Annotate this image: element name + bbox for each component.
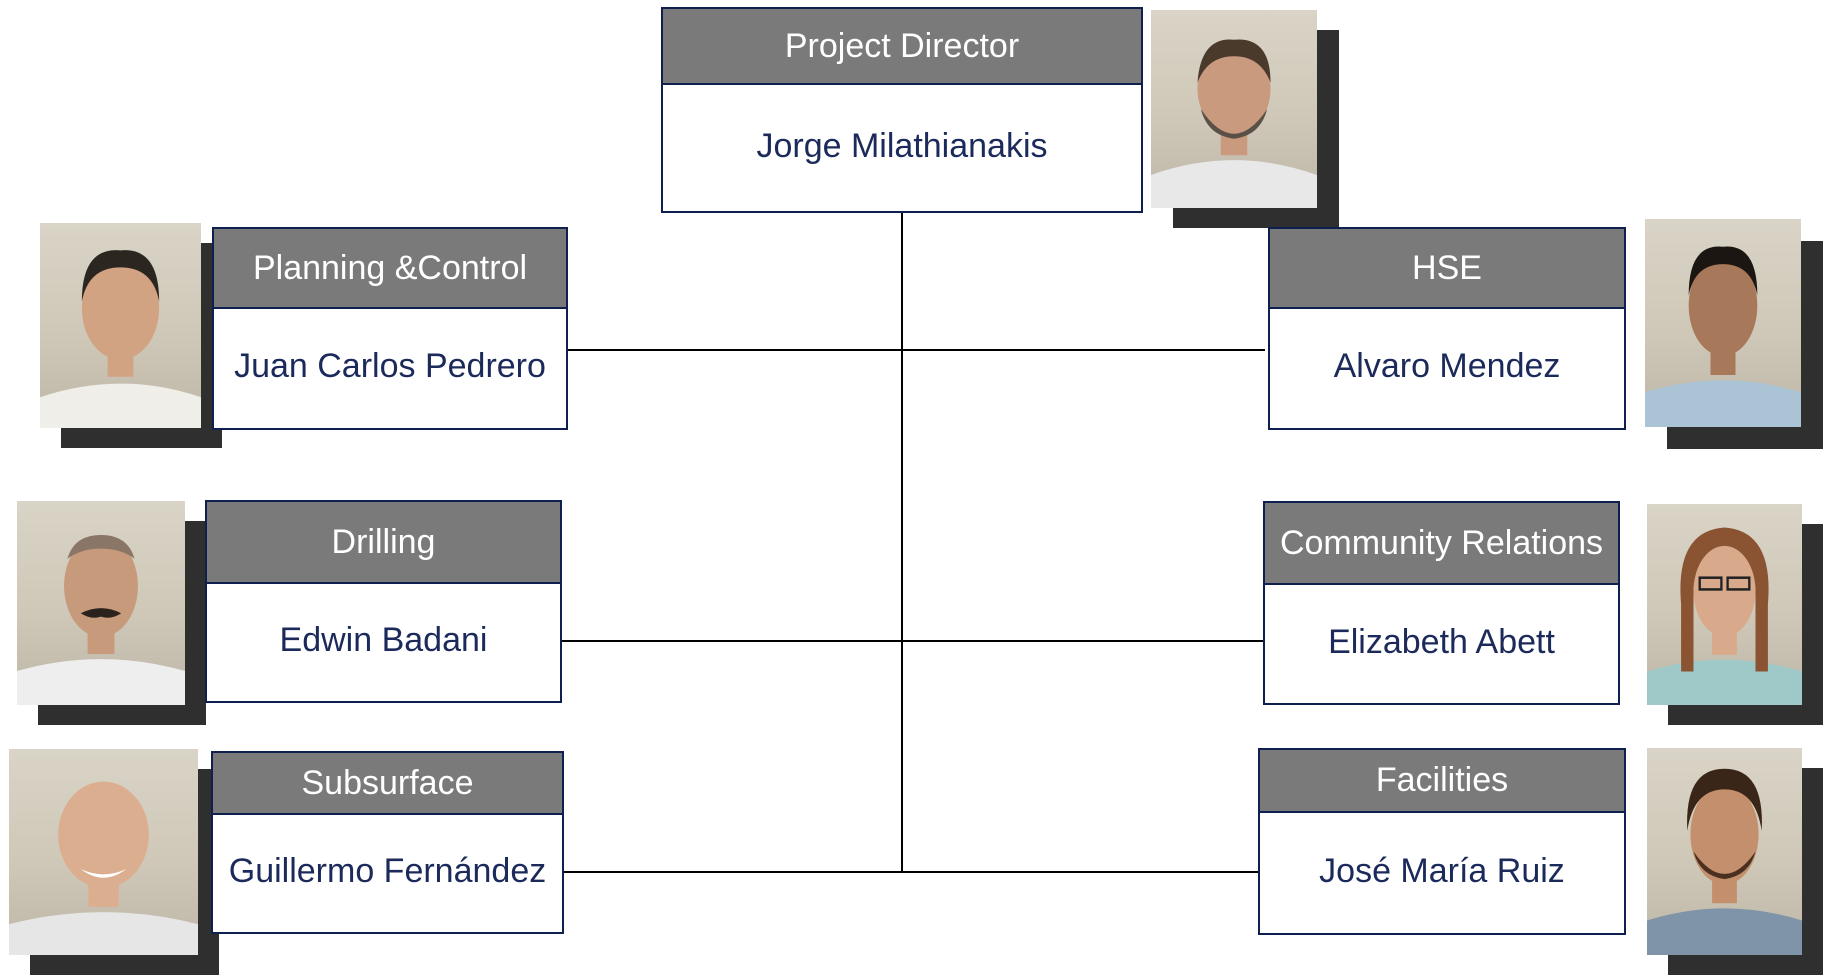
hse-role: HSE	[1270, 229, 1624, 309]
hse-name: Alvaro Mendez	[1333, 347, 1561, 385]
facilities-name: José María Ruiz	[1319, 851, 1565, 890]
subsurface-photo	[9, 749, 219, 975]
person-portrait-icon	[1645, 246, 1801, 427]
connector-row3	[562, 871, 1258, 873]
director-card: Project Director Jorge Milathianakis	[661, 7, 1143, 213]
planning-card: Planning &Control Juan Carlos Pedrero	[212, 227, 568, 430]
community-photo	[1647, 504, 1823, 725]
person-portrait-icon	[9, 781, 198, 955]
drilling-name: Edwin Badani	[279, 621, 488, 659]
trunk-line	[901, 211, 903, 873]
person-portrait-icon	[1647, 768, 1802, 955]
drilling-photo	[17, 501, 206, 725]
hse-photo	[1645, 219, 1823, 449]
subsurface-card: Subsurface Guillermo Fernández	[211, 751, 564, 934]
person-portrait-icon	[40, 250, 201, 428]
subsurface-name: Guillermo Fernández	[228, 852, 547, 890]
drilling-role: Drilling	[207, 502, 560, 584]
community-name: Elizabeth Abett	[1328, 622, 1555, 661]
planning-role: Planning &Control	[214, 229, 566, 309]
community-role: Community Relations	[1265, 503, 1618, 585]
director-role: Project Director	[663, 9, 1141, 85]
planning-name: Juan Carlos Pedrero	[234, 347, 546, 385]
facilities-photo	[1647, 748, 1823, 975]
facilities-card: Facilities José María Ruiz	[1258, 748, 1626, 935]
director-name: Jorge Milathianakis	[756, 126, 1048, 165]
director-photo	[1151, 10, 1339, 228]
facilities-role: Facilities	[1260, 750, 1624, 813]
planning-photo	[40, 223, 222, 448]
connector-row1	[563, 349, 1265, 351]
hse-card: HSE Alvaro Mendez	[1268, 227, 1626, 430]
person-portrait-icon	[17, 535, 185, 705]
connector-row2	[560, 640, 1264, 642]
community-card: Community Relations Elizabeth Abett	[1263, 501, 1620, 705]
subsurface-role: Subsurface	[213, 753, 562, 815]
drilling-card: Drilling Edwin Badani	[205, 500, 562, 703]
person-portrait-icon	[1151, 39, 1317, 208]
person-portrait-icon	[1647, 527, 1802, 705]
